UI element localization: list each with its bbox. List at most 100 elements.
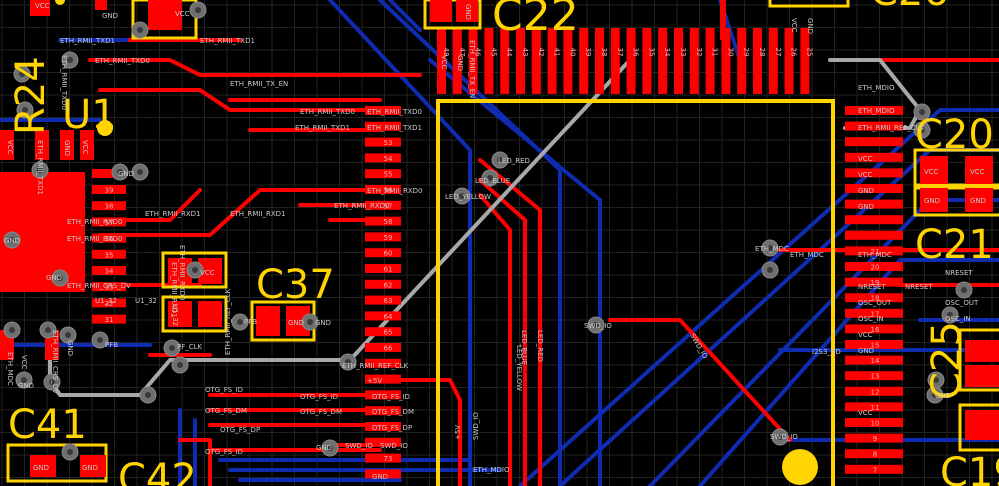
ic-pad	[753, 28, 762, 94]
net-label: ETH_RMII_CRS_DV	[51, 330, 59, 394]
net-label: ETH_RMII_RXD0	[367, 187, 423, 195]
ic-pad	[547, 28, 557, 94]
ic-pad	[845, 106, 903, 115]
pin-number: 18	[871, 295, 880, 303]
ic-pad	[516, 28, 525, 94]
pin-number: 31	[105, 316, 114, 324]
pin-number: 33	[105, 284, 114, 292]
ic-pad	[845, 230, 903, 240]
net-label: ETH_MDIO	[858, 84, 895, 92]
net-label: OTG_FS_DP	[372, 424, 412, 432]
net-label: GND	[118, 170, 134, 178]
pin-number: 25	[805, 48, 813, 57]
designator-c41: C41	[8, 402, 87, 448]
net-label: VCC	[35, 2, 50, 10]
net-label: PFB	[105, 341, 118, 349]
net-label: +5V	[367, 377, 382, 385]
ic-pad	[845, 464, 903, 474]
net-label: ETH_RMII_TXD1	[36, 140, 44, 195]
ic-pad	[365, 106, 401, 115]
pin-number: 45	[489, 48, 497, 57]
net-label: LED_YELLOW	[445, 193, 491, 201]
ic-pad	[845, 152, 903, 162]
pin-number: 58	[384, 218, 393, 226]
ic-pad	[365, 469, 401, 479]
ic-pad	[500, 28, 510, 94]
ic-pad	[845, 293, 903, 303]
ic-outline	[436, 99, 835, 486]
net-label: ETH_RMII_TXD1	[200, 37, 255, 45]
ic-pad	[845, 137, 903, 147]
net-label: ETH_RMII_REF_CLK	[342, 362, 409, 370]
pin-number: 54	[384, 155, 393, 163]
ic-pad	[365, 437, 401, 447]
pin-number: 29	[742, 48, 750, 57]
u1-pad	[92, 314, 126, 324]
ic-pad	[365, 453, 401, 463]
ic-pad	[737, 28, 747, 94]
net-label: ETH_MDC	[858, 251, 892, 259]
net-label: OTG_FS_ID	[300, 393, 338, 401]
net-label: ETH_RMII_TXD0	[300, 108, 355, 116]
net-label: VCC	[200, 269, 215, 277]
ic-pad	[365, 200, 401, 210]
net-label: OTG_FS_DM	[300, 408, 342, 416]
pin-number: 38	[600, 48, 608, 57]
pin-number: 15	[871, 342, 880, 350]
ic-pad	[365, 374, 401, 384]
net-label: ETH_RMII_REF_CLK	[858, 124, 925, 132]
pin-number: 32	[105, 300, 114, 308]
net-label: GND	[924, 197, 940, 205]
net-label: I2S3_SD	[812, 348, 841, 356]
net-label: OTG_FS_ID	[372, 393, 410, 401]
ic-pad	[468, 28, 478, 94]
net-label: ETH_MDC	[790, 251, 824, 259]
net-label: ETH_RMII_RXD1	[230, 210, 286, 218]
net-label: PFB	[244, 318, 257, 326]
designator-c21: C21	[915, 222, 994, 268]
net-label: ETH_RMII_TX_EN	[230, 80, 288, 88]
net-label: NRESET	[945, 269, 973, 277]
net-label: GND	[858, 187, 874, 195]
pin-number: 35	[105, 251, 114, 259]
ic-pad	[845, 355, 903, 365]
ic-pad	[579, 28, 589, 94]
ic-pad	[845, 418, 903, 427]
net-label: GND	[18, 382, 34, 390]
net-label: VCC	[924, 168, 939, 176]
bottom-trace	[328, 0, 472, 486]
ic-pad	[365, 153, 401, 163]
net-label: ETH_MDIO	[473, 466, 510, 474]
pin-number: 35	[647, 48, 655, 57]
pin-number: 55	[384, 171, 393, 179]
pin-number: 39	[105, 187, 114, 195]
pin-number: 20	[871, 264, 880, 272]
pin-number: 32	[695, 48, 703, 57]
pin1-marker	[97, 120, 113, 136]
ic-pad	[705, 28, 715, 94]
u1-pad	[92, 201, 126, 211]
pin-number: 61	[384, 266, 393, 274]
net-label: VCC	[81, 140, 89, 155]
ic-pad	[365, 185, 401, 194]
ic-pad	[721, 28, 731, 94]
net-label: VCC	[858, 331, 873, 339]
pin-number: 13	[871, 373, 880, 381]
net-label: GND	[858, 203, 874, 211]
pin-number: 14	[871, 357, 880, 365]
ic-pad	[845, 324, 903, 334]
net-label: GND	[288, 319, 304, 327]
pin-number: 33	[679, 48, 687, 57]
ic-pad	[563, 28, 573, 94]
pin-number: 40	[568, 48, 576, 57]
net-label: GND	[456, 55, 464, 71]
net-label: ETH_MDC	[6, 352, 14, 386]
net-label: VCC	[440, 55, 448, 70]
net-label: ETH_RMII_RXD1	[170, 262, 178, 318]
net-label: GND	[102, 12, 118, 20]
net-label: ETH_RMII_TXD1	[295, 124, 350, 132]
pin-number: 21	[871, 248, 880, 256]
pin-number: 57	[384, 202, 393, 210]
